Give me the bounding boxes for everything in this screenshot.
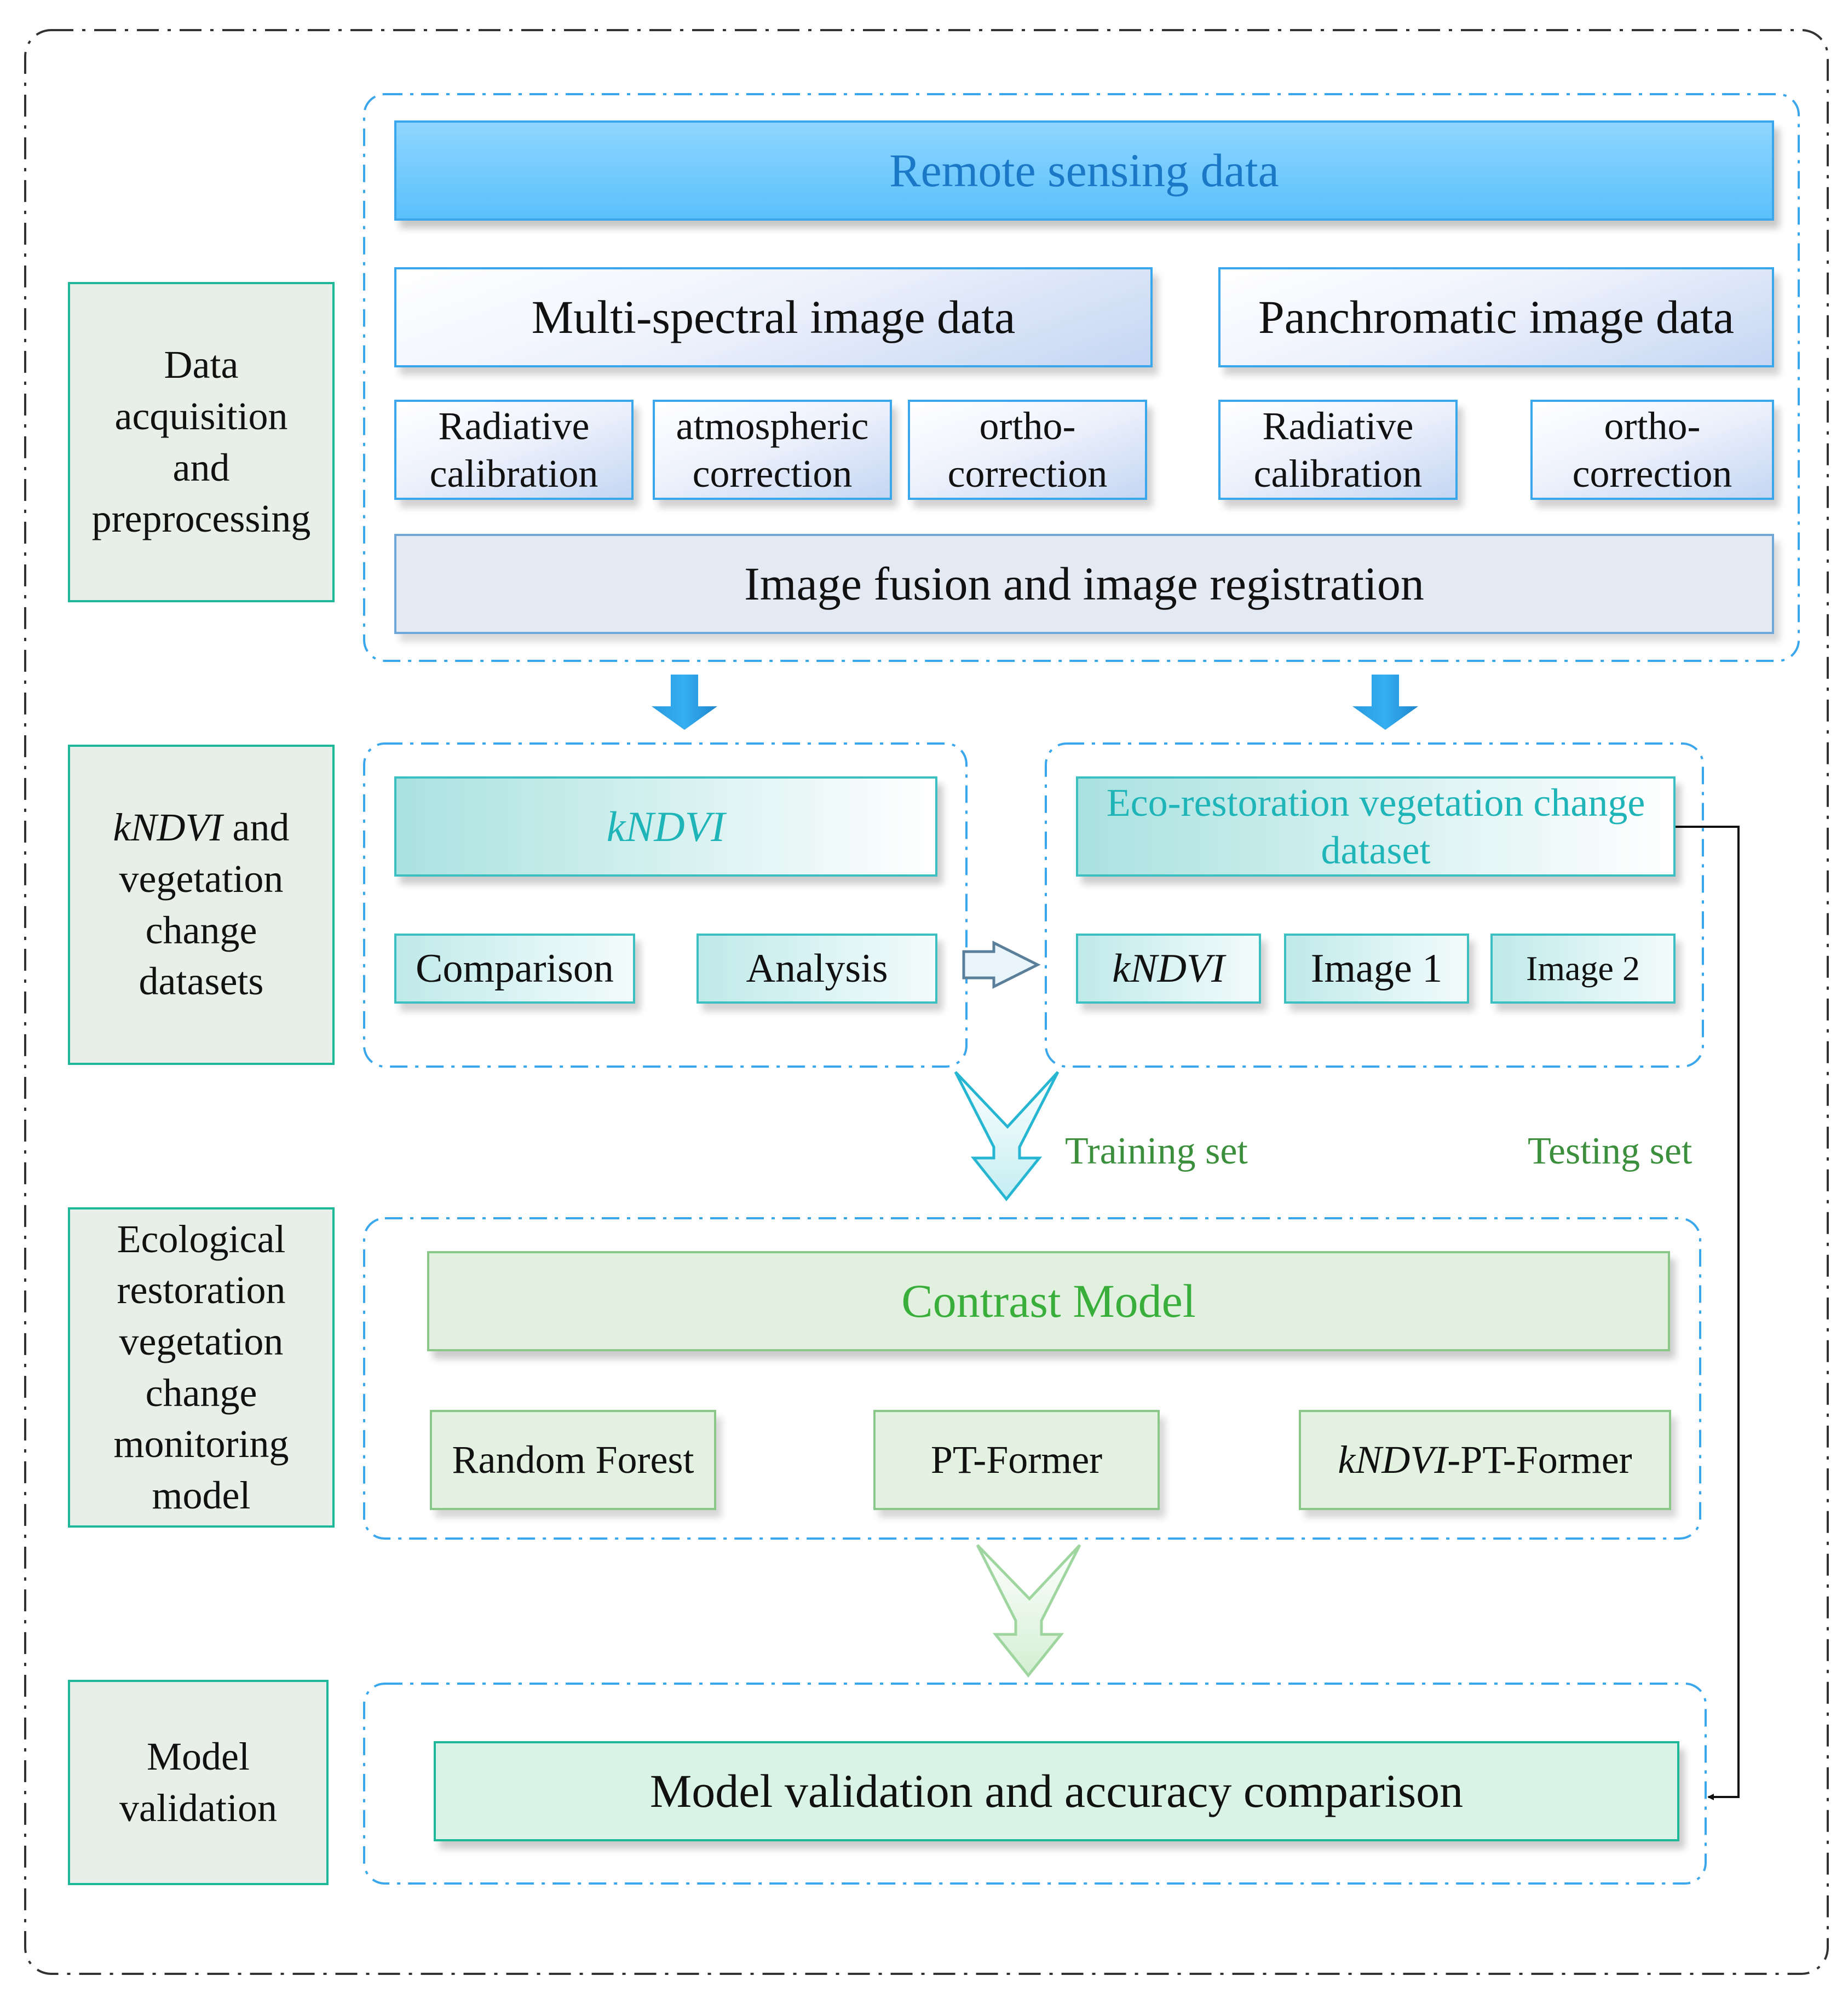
stage-line: vegetation (119, 856, 284, 901)
stage-line: acquisition (114, 394, 288, 438)
image-fusion-registration: Image fusion and image registration (394, 534, 1774, 634)
ms-atmospheric-correction: atmospheric correction (653, 400, 892, 500)
step-line: ortho- (1604, 404, 1701, 448)
dataset-title-line: Eco-restoration vegetation change (1106, 781, 1645, 825)
model-validation-comparison: Model validation and accuracy comparison (434, 1741, 1679, 1841)
validation-arrow-shape (976, 1544, 1081, 1678)
stage-kndvi-datasets: kNDVI and vegetation change datasets (68, 745, 335, 1065)
stage-line: monitoring (113, 1422, 289, 1466)
stage-line: Model (147, 1734, 250, 1778)
testing-connector (1676, 826, 1740, 1800)
step-line: calibration (1253, 451, 1423, 496)
training-set-label: Training set (1065, 1130, 1248, 1172)
step-line: correction (1572, 451, 1732, 496)
panchromatic-image-data: Panchromatic image data (1218, 267, 1774, 367)
stage-line: preprocessing (91, 497, 311, 541)
down-arrow-right (1352, 675, 1418, 730)
step-line: calibration (429, 451, 598, 496)
dataset-title-line: dataset (1321, 828, 1431, 872)
stage-line: change (145, 1370, 257, 1415)
image-1-box: Image 1 (1284, 934, 1469, 1004)
stage-line: Data (164, 343, 239, 387)
stage-line: datasets (139, 959, 264, 1004)
multispectral-image-data: Multi-spectral image data (394, 267, 1153, 367)
step-line: ortho- (979, 404, 1076, 448)
contrast-model-title: Contrast Model (427, 1251, 1670, 1351)
stage-line: kNDVI and (113, 802, 290, 854)
step-line: correction (947, 451, 1108, 496)
validation-group-frame (363, 1683, 1707, 1885)
right-arrow (962, 940, 1041, 989)
preprocessing-group-frame (363, 93, 1800, 662)
training-arrow-shape (954, 1071, 1060, 1202)
kndvi-group-frame (363, 742, 968, 1068)
step-line: atmospheric (676, 404, 869, 448)
image-2-box: Image 2 (1490, 934, 1676, 1004)
model-group-frame (363, 1217, 1701, 1540)
stage-monitoring-model: Ecological restoration vegetation change… (68, 1207, 335, 1528)
comparison-box: Comparison (394, 934, 635, 1004)
pt-former-box: PT-Former (873, 1410, 1160, 1510)
stage-line: and (172, 445, 230, 489)
dataset-group-frame (1045, 742, 1704, 1068)
stage-line: validation (119, 1785, 277, 1830)
remote-sensing-data: Remote sensing data (394, 120, 1774, 221)
stage-line: vegetation (119, 1319, 284, 1363)
dataset-title: Eco-restoration vegetation change datase… (1076, 776, 1676, 877)
analysis-box: Analysis (696, 934, 937, 1004)
kndvi-pt-former-box: kNDVI-PT-Former (1299, 1410, 1671, 1510)
step-line: Radiative (438, 404, 590, 448)
pt-former-suffix: -PT-Former (1447, 1438, 1632, 1482)
stage-line-rest: and (222, 805, 290, 850)
stage-data-acquisition: Data acquisition and preprocessing (68, 282, 335, 602)
stage-line: restoration (117, 1268, 286, 1312)
ms-radiative-calibration: Radiative calibration (394, 400, 634, 500)
kndvi-term: kNDVI (1338, 1438, 1448, 1482)
kndvi-title: kNDVI (394, 776, 937, 877)
step-line: Radiative (1262, 404, 1414, 448)
step-line: correction (692, 451, 853, 496)
pan-ortho-correction: ortho- correction (1530, 400, 1774, 500)
kndvi-term: kNDVI (113, 805, 223, 850)
random-forest-box: Random Forest (430, 1410, 716, 1510)
ms-ortho-correction: ortho- correction (908, 400, 1147, 500)
testing-set-label: Testing set (1528, 1130, 1692, 1172)
dataset-kndvi-box: kNDVI (1076, 934, 1261, 1004)
stage-line: model (152, 1473, 251, 1517)
pan-radiative-calibration: Radiative calibration (1218, 400, 1458, 500)
stage-line: Ecological (117, 1217, 286, 1261)
stage-line: change (145, 908, 257, 952)
stage-model-validation: Model validation (68, 1680, 329, 1885)
down-arrow-left (652, 675, 717, 730)
outer-frame (24, 29, 1829, 1975)
